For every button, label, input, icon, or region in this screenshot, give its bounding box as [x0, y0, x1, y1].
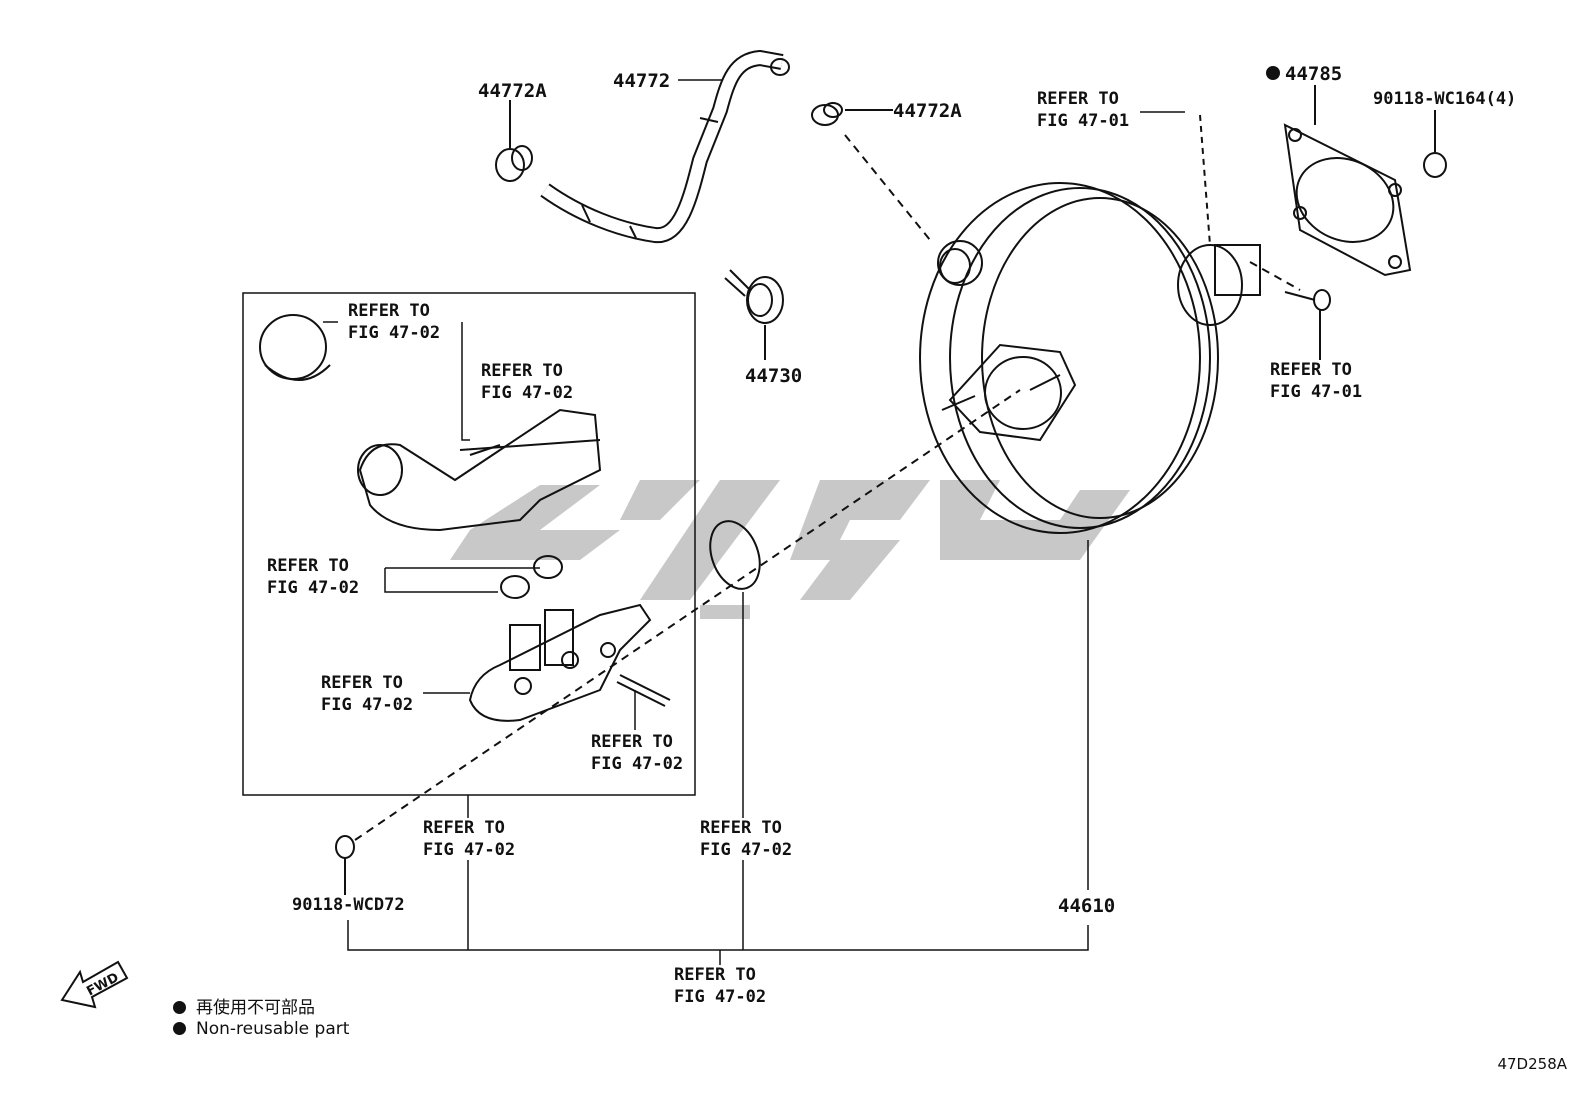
non-reusable-dot-icon	[1266, 66, 1280, 80]
refer-oring-1: REFER TO	[700, 818, 782, 838]
o-ring	[709, 520, 761, 590]
brake-booster	[919, 114, 1301, 534]
refer-res-1: REFER TO	[481, 361, 563, 381]
label-clip-right: 44772A	[893, 100, 962, 122]
legend-en: Non-reusable part	[173, 1019, 349, 1039]
refer-box-2: FIG 47-02	[423, 840, 515, 860]
refer-grom-1: REFER TO	[267, 556, 349, 576]
refer-bottom-2: FIG 47-02	[674, 987, 766, 1007]
refer-pin-1: REFER TO	[591, 732, 673, 752]
hose-clip-right	[811, 102, 931, 241]
reservoir-cap	[259, 314, 331, 381]
bullet-icon	[173, 1001, 186, 1014]
label-hose: 44772	[613, 70, 670, 92]
legend-jp-text: 再使用不可部品	[196, 998, 315, 1018]
refer-oring-2: FIG 47-02	[700, 840, 792, 860]
label-clip-left: 44772A	[478, 80, 547, 102]
refer-top-2: FIG 47-01	[1037, 111, 1129, 131]
refer-top-1: REFER TO	[1037, 89, 1119, 109]
leader-lines	[323, 79, 1185, 965]
refer-pin-2: FIG 47-02	[591, 754, 683, 774]
refer-right-2: FIG 47-01	[1270, 382, 1362, 402]
label-nut-top: 90118-WC164(4)	[1373, 89, 1516, 109]
reservoir	[357, 408, 602, 532]
nut-top	[1423, 110, 1447, 178]
refer-mc-1: REFER TO	[321, 673, 403, 693]
refer-grom-2: FIG 47-02	[267, 578, 359, 598]
master-cylinder	[468, 603, 671, 722]
booster-gasket	[1283, 85, 1412, 277]
label-check-valve: 44730	[745, 365, 802, 387]
legend-jp: 再使用不可部品	[173, 993, 315, 1018]
label-booster: 44610	[1058, 895, 1115, 917]
refer-box-1: REFER TO	[423, 818, 505, 838]
grommets	[500, 555, 563, 599]
legend-en-text: Non-reusable part	[196, 1019, 350, 1039]
refer-res-2: FIG 47-02	[481, 383, 573, 403]
label-gasket: 44785	[1285, 63, 1342, 85]
vacuum-hose	[540, 49, 790, 244]
hose-clip-left	[495, 100, 533, 182]
clevis-pin	[1284, 289, 1331, 360]
bullet-icon	[173, 1022, 186, 1035]
master-cylinder-group-box	[242, 292, 696, 796]
refer-cap-2: FIG 47-02	[348, 323, 440, 343]
watermark-logo	[450, 480, 1130, 619]
label-nut-bottom: 90118-WCD72	[292, 895, 405, 915]
check-valve	[724, 269, 784, 360]
refer-bottom-1: REFER TO	[674, 965, 756, 985]
diagram-code: 47D258A	[1497, 1055, 1567, 1073]
fwd-arrow-icon: FWD	[60, 960, 129, 1009]
refer-mc-2: FIG 47-02	[321, 695, 413, 715]
refer-right-1: REFER TO	[1270, 360, 1352, 380]
nut-bottom	[335, 835, 355, 895]
refer-cap-1: REFER TO	[348, 301, 430, 321]
